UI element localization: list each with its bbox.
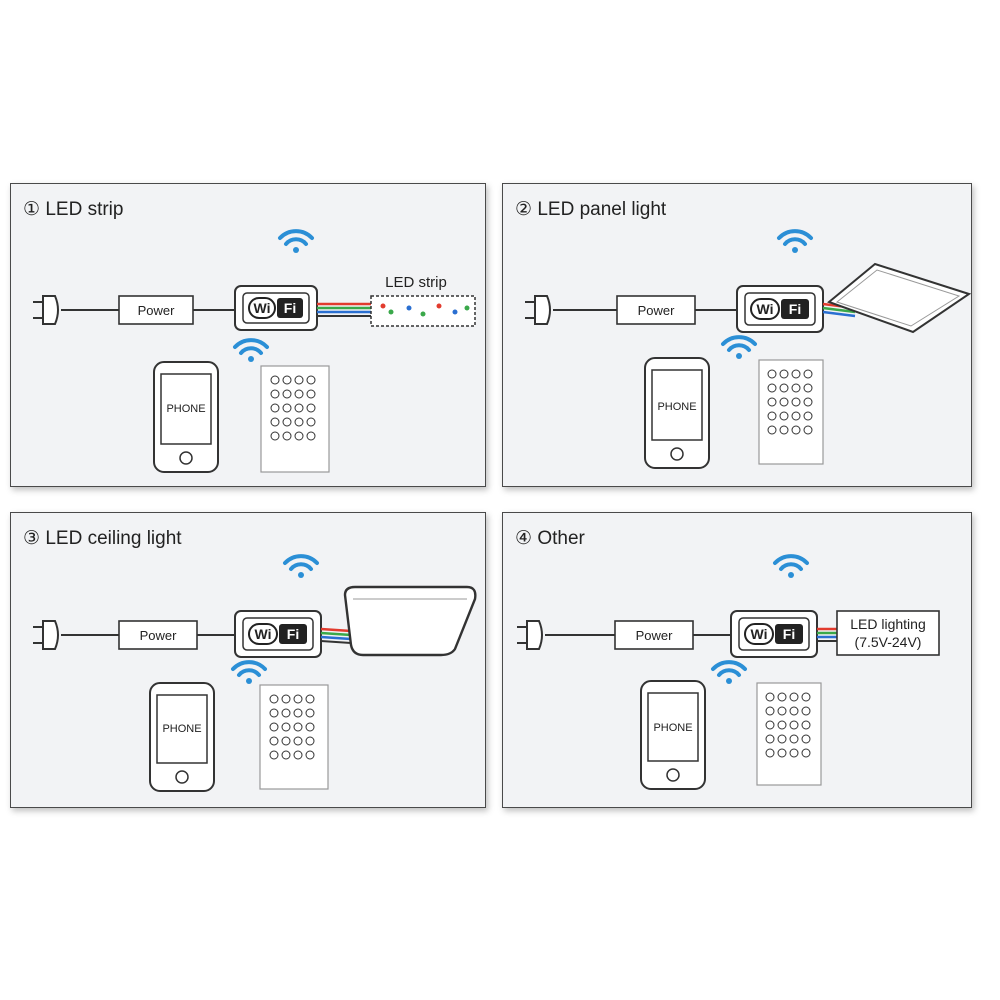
panel-title: ④ Other (515, 527, 585, 550)
wifi-label-fi: Fi (284, 300, 296, 316)
wifi-signal-icon (231, 660, 267, 684)
wifi-label-wi: Wi (254, 300, 271, 316)
wifi-signal-icon (721, 335, 757, 359)
power-plug-icon (33, 620, 59, 650)
phone-label: PHONE (166, 403, 205, 415)
panel-diagram-svg: Power Wi Fi (33, 554, 477, 792)
panel-title: ③ LED ceiling light (23, 527, 182, 550)
power-plug-icon (517, 620, 543, 650)
power-adapter: Power (118, 295, 194, 325)
phone-icon: PHONE (153, 361, 219, 473)
wifi-label-fi: Fi (783, 626, 795, 642)
diagram-panel-other: ④ Other Power Wi Fi (502, 512, 972, 808)
wifi-signal-icon (283, 554, 319, 578)
rgb-wires (817, 627, 837, 642)
panel-title: ② LED panel light (515, 198, 666, 221)
wifi-controller: Wi Fi (736, 285, 824, 333)
wifi-signal-icon (278, 229, 314, 253)
panel-diagram-svg: Power Wi Fi LED strip (33, 229, 476, 473)
panel-title-text: LED panel light (537, 199, 667, 220)
wifi-controller: Wi Fi (730, 610, 818, 658)
diagram-panel-led-panel-light: ② LED panel light Power Wi Fi (502, 183, 972, 487)
power-label: Power (636, 628, 674, 643)
power-label: Power (138, 303, 176, 318)
panel-title-text: Other (537, 528, 585, 549)
phone-label: PHONE (657, 401, 696, 413)
phone-label: PHONE (653, 722, 692, 734)
device-label-line2: (7.5V-24V) (855, 634, 922, 650)
panel-title: ① LED strip (23, 198, 123, 221)
wifi-signal-icon (233, 338, 269, 362)
remote-control-icon (260, 365, 330, 473)
remote-control-icon (756, 682, 822, 786)
device-label: LED strip (385, 274, 447, 291)
power-label: Power (140, 628, 178, 643)
diagram-panel-led-strip: ① LED strip Power Wi Fi (10, 183, 486, 487)
panel-light-icon (827, 262, 972, 334)
phone-icon: PHONE (149, 682, 215, 792)
wifi-signal-icon (777, 229, 813, 253)
panel-title-text: LED strip (45, 199, 124, 220)
panel-title-text: LED ceiling light (45, 528, 182, 549)
rgb-wires (320, 627, 352, 644)
wifi-signal-icon (711, 660, 747, 684)
power-adapter: Power (616, 295, 696, 325)
phone-label: PHONE (162, 723, 201, 735)
power-adapter: Power (118, 620, 198, 650)
power-label: Power (638, 303, 676, 318)
panel-number: ④ (515, 528, 533, 549)
ceiling-light-icon (343, 585, 477, 657)
diagram-panel-led-ceiling-light: ③ LED ceiling light Power Wi Fi (10, 512, 486, 808)
wifi-label-wi: Wi (757, 301, 774, 317)
wifi-controller: Wi Fi (234, 285, 318, 331)
panel-number: ① (23, 199, 41, 220)
wifi-signal-icon (773, 554, 809, 578)
wifi-controller: Wi Fi (234, 610, 322, 658)
power-plug-icon (525, 295, 551, 325)
panel-diagram-svg: Power Wi Fi LED lighting (7.5V-24V) (517, 554, 940, 790)
panel-number: ③ (23, 528, 41, 549)
phone-icon: PHONE (640, 680, 706, 790)
power-adapter: Power (614, 620, 694, 650)
wifi-label-fi: Fi (287, 626, 299, 642)
led-strip-icon: LED strip (370, 274, 476, 327)
panel-number: ② (515, 199, 533, 220)
led-lighting-box: LED lighting (7.5V-24V) (836, 610, 940, 656)
phone-icon: PHONE (644, 357, 710, 469)
wifi-label-fi: Fi (789, 301, 801, 317)
wifi-label-wi: Wi (255, 626, 272, 642)
remote-control-icon (259, 684, 329, 790)
wifi-label-wi: Wi (751, 626, 768, 642)
device-label-line1: LED lighting (850, 616, 926, 632)
power-plug-icon (33, 295, 59, 325)
remote-control-icon (758, 359, 824, 465)
rgb-wires (317, 302, 371, 317)
panel-diagram-svg: Power Wi Fi (525, 229, 972, 469)
